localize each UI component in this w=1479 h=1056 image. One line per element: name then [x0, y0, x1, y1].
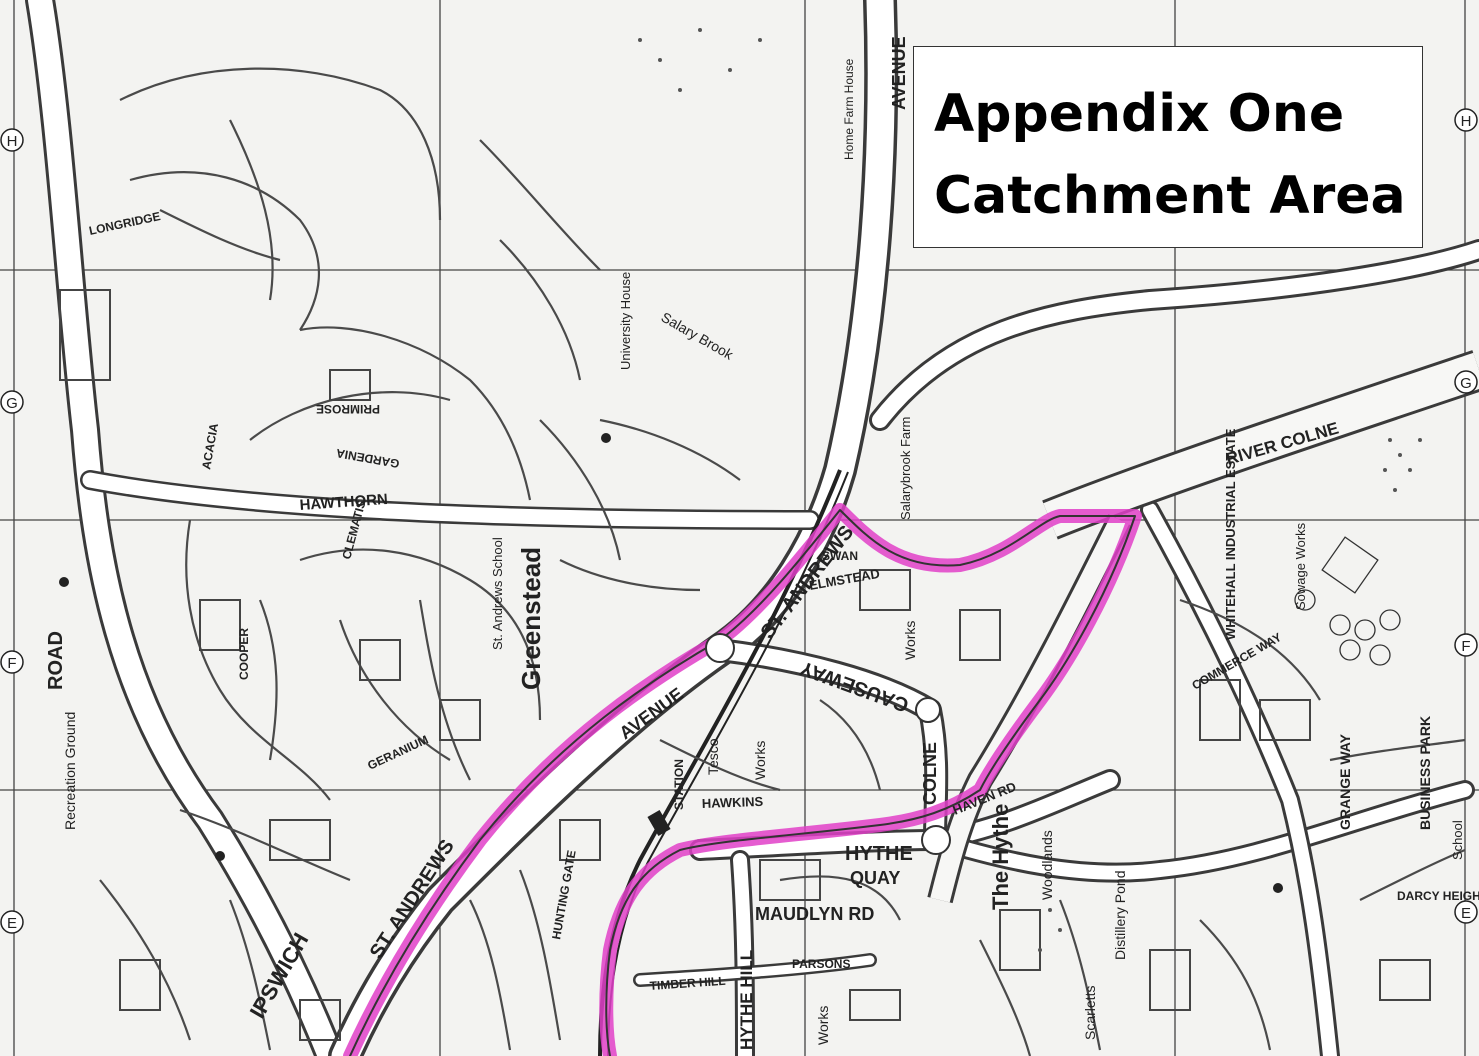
label-whitehall-estate: WHITEHALL INDUSTRIAL ESTATE [1223, 428, 1238, 640]
grid-label-g-left: G [6, 395, 18, 412]
label-hawkins: HAWKINS [702, 794, 764, 811]
label-ipswich-road: ROAD [45, 631, 67, 690]
roundabout-st-andrews [705, 633, 735, 663]
label-hythe-hill: HYTHE HILL [737, 950, 756, 1050]
label-cooper: COOPER [237, 628, 251, 680]
label-primrose: PRIMROSE [316, 402, 380, 416]
grid-label-h-right: H [1461, 113, 1472, 130]
label-the-hythe: The Hythe [988, 804, 1013, 910]
label-timber-hill: TIMBER HILL [649, 974, 726, 993]
catchment-boundary [343, 503, 1142, 1056]
grid-label-f-right: F [1461, 638, 1470, 655]
grid-label-e-left: E [7, 915, 17, 932]
label-business-park: BUSINESS PARK [1417, 716, 1433, 830]
label-tesco: Tesco [705, 738, 721, 775]
label-scarletts: Scarletts [1082, 986, 1098, 1040]
label-works-1: Works [902, 621, 918, 660]
label-school: School [1450, 820, 1465, 860]
label-station: STATION [672, 759, 686, 810]
point-features [59, 433, 1283, 893]
woodland-dots [638, 28, 1422, 952]
label-avenue-top: AVENUE [889, 36, 909, 110]
roundabout-causeway [915, 697, 941, 723]
label-university-house: University House [618, 272, 633, 370]
label-darcy-heights: DARCY HEIGHTS [1397, 889, 1479, 903]
label-hawthorn: HAWTHORN [299, 491, 388, 514]
label-woodlands: Woodlands [1039, 830, 1055, 900]
label-grange-way: GRANGE WAY [1337, 733, 1353, 830]
label-greenstead: Greenstead [516, 547, 546, 690]
grid-label-e-right: E [1461, 905, 1471, 922]
grid-label-h-left: H [7, 133, 18, 150]
label-works-2: Works [752, 741, 768, 780]
title-line-1: Appendix One [934, 84, 1345, 144]
grid-label-g-right: G [1460, 375, 1472, 392]
roundabout-hythe [921, 825, 951, 855]
label-quay: QUAY [850, 868, 900, 888]
label-works-3: Works [815, 1006, 831, 1045]
title-line-2: Catchment Area [934, 166, 1406, 226]
buildings [59, 289, 1431, 1041]
estate-roads [99, 67, 1466, 1056]
label-swan: SWAN [822, 549, 858, 563]
label-st-andrews-school: St. Andrews School [490, 537, 505, 650]
label-sowage-works: Sowage Works [1293, 522, 1308, 610]
label-distillery-pond: Distillery Pond [1112, 871, 1128, 960]
label-colne: COLNE [920, 742, 940, 805]
label-salarybrook-farm: Salarybrook Farm [898, 417, 913, 520]
label-home-farm-house: Home Farm House [842, 58, 856, 160]
roundabouts [705, 633, 951, 855]
label-parsons: PARSONS [792, 957, 850, 971]
grid-markers: H G F E H G F E [0, 108, 1478, 934]
label-hythe: HYTHE [845, 843, 913, 865]
title-box: Appendix One Catchment Area [913, 46, 1423, 248]
sewage-works-grid [1294, 536, 1401, 666]
label-maudlyn-rd: MAUDLYN RD [755, 904, 874, 924]
label-recreation-ground: Recreation Ground [62, 712, 78, 830]
grid-label-f-left: F [7, 655, 16, 672]
